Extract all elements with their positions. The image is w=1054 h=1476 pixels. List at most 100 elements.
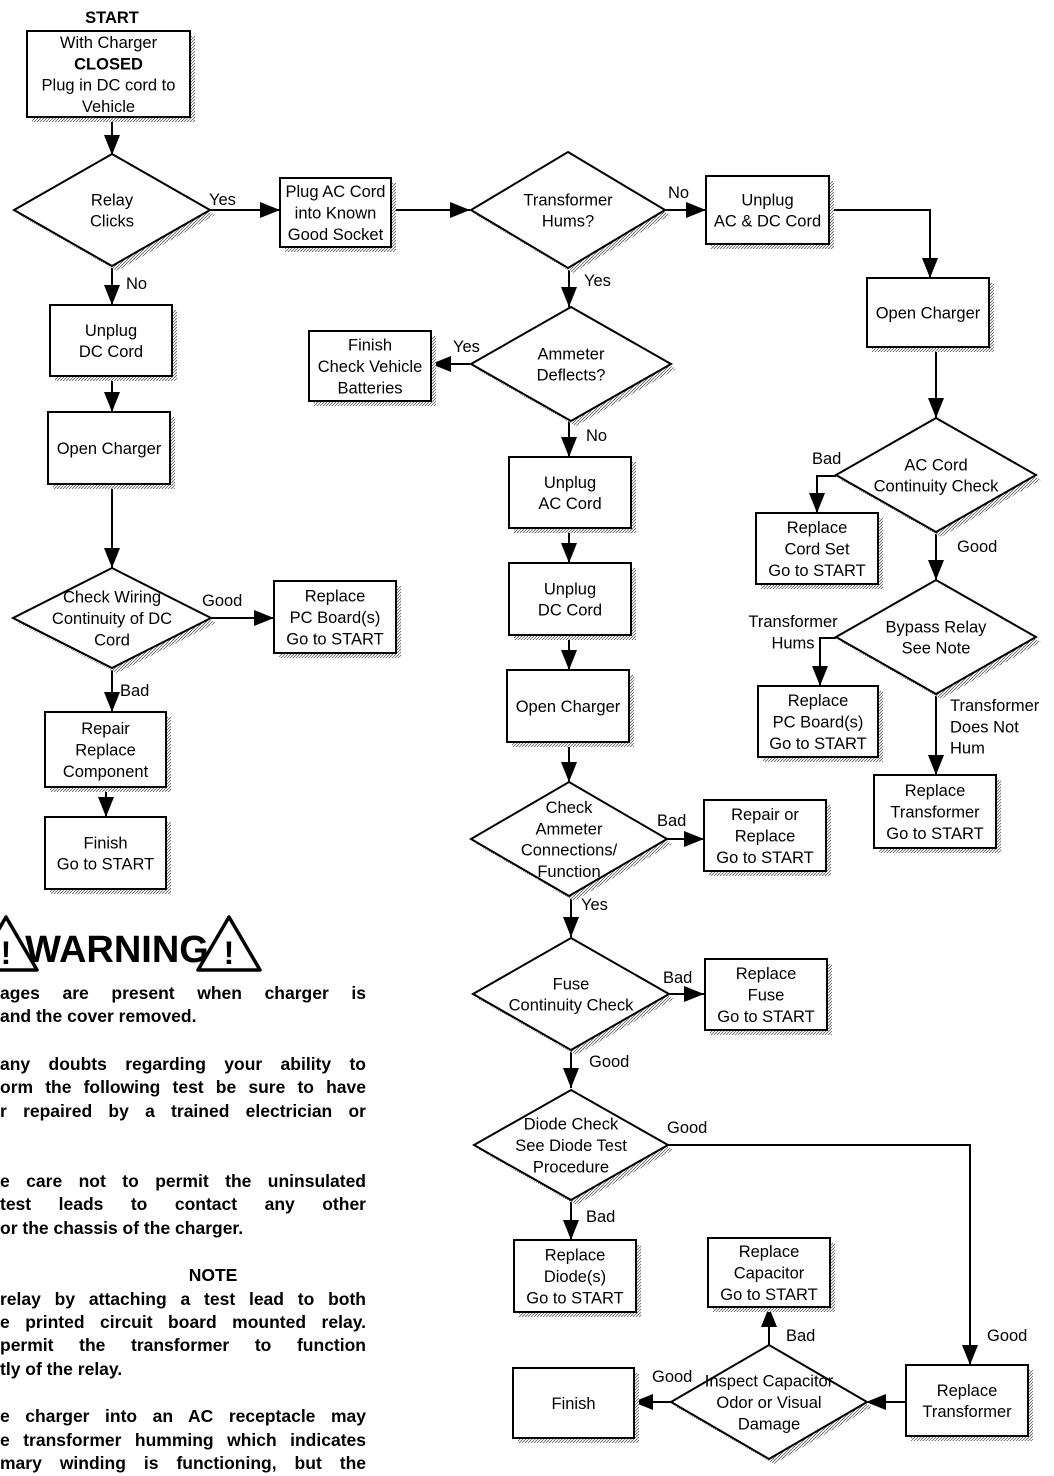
arrowhead: [561, 650, 577, 670]
warning-line: orm the following test be sure to have: [0, 1077, 366, 1098]
flow-connectors: [98, 117, 978, 1410]
warning-triangle-left-icon: [0, 915, 39, 972]
arrowhead: [260, 202, 280, 218]
arrowhead: [812, 666, 828, 686]
warning-text: ages are present when charger is and the…: [0, 982, 366, 1476]
arrowhead: [633, 1394, 653, 1410]
arrowhead: [761, 1307, 777, 1327]
label-ac-cord-bad: Bad: [812, 450, 841, 468]
label-fuse-bad: Bad: [663, 969, 692, 987]
warning-triangle-left-mark: !: [1, 935, 12, 971]
label-hums-no: No: [668, 184, 689, 202]
label-diode-bad: Bad: [586, 1208, 615, 1226]
open-charger-mid-text: Open Charger: [516, 698, 621, 716]
label-hums-yes: Yes: [584, 272, 611, 290]
arrowhead: [928, 755, 944, 775]
open-charger-mid-box: Open Charger: [506, 669, 634, 747]
warning-line: e care not to permit the uninsulated: [0, 1171, 366, 1192]
arrowhead: [686, 202, 706, 218]
arrowhead: [928, 398, 944, 418]
arrowhead: [254, 610, 274, 626]
label-capacitor-good: Good: [652, 1368, 692, 1386]
note-heading: NOTE: [188, 1265, 238, 1286]
arrowhead: [684, 986, 704, 1002]
note-line: mary winding is functioning, but the: [0, 1453, 366, 1474]
open-charger-right-box: Open Charger: [866, 277, 994, 352]
note-line: e charger into an AC receptacle may: [0, 1406, 366, 1427]
warning-triangle-right-icon: [196, 915, 262, 972]
finish-bottom-box: Finish: [512, 1367, 639, 1443]
arrowhead: [563, 917, 579, 937]
note-line: e printed circuit board mounted relay.: [0, 1312, 366, 1333]
open-charger-left-text: Open Charger: [57, 440, 162, 458]
warning-title: WARNING: [25, 929, 209, 971]
connector: [667, 1144, 971, 1365]
label-wiring-bad: Bad: [120, 682, 149, 700]
arrowhead: [431, 356, 451, 372]
arrowhead: [928, 560, 944, 580]
arrowhead: [561, 287, 577, 307]
start-title: START: [85, 9, 139, 27]
label-check-ammeter-yes: Yes: [581, 896, 608, 914]
label-check-ammeter-bad: Bad: [657, 812, 686, 830]
arrowhead: [104, 548, 120, 568]
finish-bottom-text: Finish: [551, 1395, 595, 1413]
arrowhead: [561, 762, 577, 782]
label-ammeter-no: No: [586, 427, 607, 445]
arrowhead: [561, 437, 577, 457]
arrowhead: [563, 1068, 579, 1088]
note-line: e transformer humming which indicates: [0, 1429, 366, 1450]
note-line: permit the transformer to function: [0, 1335, 366, 1356]
arrowhead: [450, 202, 470, 218]
label-ammeter-yes: Yes: [453, 338, 480, 356]
warning-line: test leads to contact any other: [0, 1194, 366, 1215]
label-ac-cord-good: Good: [957, 538, 997, 556]
arrowhead: [98, 797, 114, 817]
arrowhead: [922, 258, 938, 278]
warning-header: !! WARNING: [0, 915, 262, 972]
arrowhead: [104, 135, 120, 155]
label-transformer-good: Good: [987, 1327, 1027, 1345]
arrowhead: [866, 1394, 886, 1410]
warning-triangle-right-mark: !: [224, 935, 235, 971]
